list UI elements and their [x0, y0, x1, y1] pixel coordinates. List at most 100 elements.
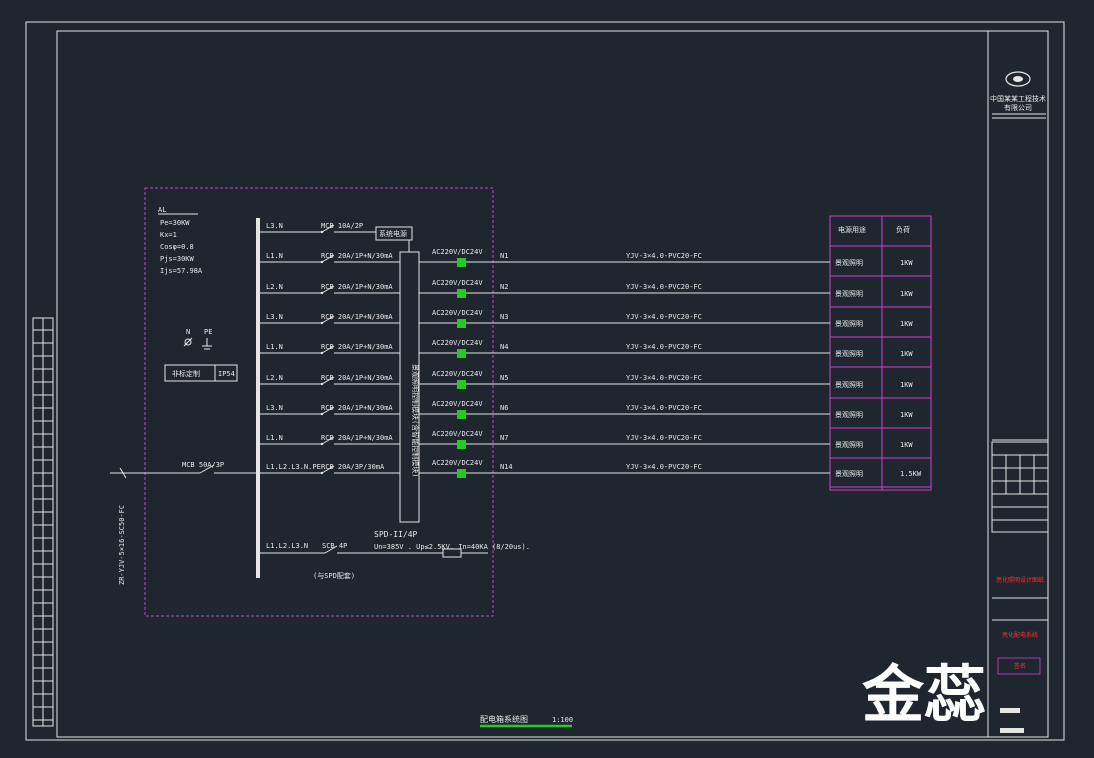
- circuit-row: L1.N RCB 20A/1P+N/30mA AC220V/DC24V N4 YJV-3…: [260, 339, 931, 368]
- n-terminal-label: N: [186, 328, 190, 336]
- circuit-breaker-label: RCB 20A/1P+N/30mA: [321, 404, 393, 412]
- panel-param: Cosφ=0.8: [160, 243, 194, 251]
- company-name-line1: 中国某某工程技术: [990, 94, 1046, 103]
- circuit-cable: YJV-3×4.0-PVC20-FC: [626, 404, 702, 412]
- enclosure-type: 非标定制: [172, 369, 200, 378]
- signature-text: 签名: [1014, 662, 1026, 670]
- left-stamp-grid: [32, 317, 54, 727]
- circuit-power: 1KW: [900, 350, 913, 358]
- circuit-breaker-label: RCB 20A/1P+N/30mA: [321, 252, 393, 260]
- circuit-id: N2: [500, 283, 508, 291]
- circuit-id: N3: [500, 313, 508, 321]
- circuit-phase: L3.N: [266, 313, 283, 321]
- circuit-phase: L1.N: [266, 252, 283, 260]
- circuit-breaker-pivot: [320, 260, 324, 264]
- panel-param: Pe=30KW: [160, 219, 190, 227]
- spd-spec: Un=385V . Up≤2.5KV. In=40KA (8/20us).: [374, 543, 530, 551]
- circuit-phase: L1.N: [266, 434, 283, 442]
- drawing-caption: 配电箱系统图: [480, 714, 528, 724]
- drawing-scale: 1:100: [552, 716, 573, 724]
- enclosure-label-box: [164, 364, 238, 382]
- driver-icon: [457, 410, 466, 419]
- circuit-cable: YJV-3×4.0-PVC20-FC: [626, 313, 702, 321]
- circuit-breaker-pivot: [320, 442, 324, 446]
- spd-note: (与SPD配套): [313, 571, 355, 580]
- project-text: 亮化照明设计图纸: [996, 576, 1044, 584]
- main-breaker-contact: [199, 464, 215, 474]
- system-power-label: 系统电源: [379, 229, 407, 238]
- circuit-cable: YJV-3×4.0-PVC20-FC: [626, 463, 702, 471]
- circuit-use: 景观照明: [835, 350, 863, 358]
- circuit-phase: L1.N: [266, 343, 283, 351]
- circuit-driver: AC220V/DC24V: [432, 309, 483, 317]
- circuit-breaker-label: RCB 20A/1P+N/30mA: [321, 283, 393, 291]
- panel-param: Pjs=30KW: [160, 255, 195, 263]
- outer-frame: [25, 21, 1065, 741]
- circuit-breaker-contact: [321, 315, 335, 324]
- spd-breaker: SCB 4P: [322, 542, 347, 550]
- circuit-phase: L2.N: [266, 374, 283, 382]
- circuit-driver: AC220V/DC24V: [432, 248, 483, 256]
- circuit-breaker-contact: [321, 224, 335, 233]
- driver-icon: [457, 289, 466, 298]
- inner-frame: [56, 30, 1049, 738]
- circuit-cable: YJV-3×4.0-PVC20-FC: [626, 343, 702, 351]
- circuit-breaker-pivot: [320, 291, 324, 295]
- circuit-power: 1KW: [900, 290, 913, 298]
- feeder-tick: [119, 467, 127, 479]
- circuit-breaker-pivot: [320, 382, 324, 386]
- circuit-cable: YJV-3×4.0-PVC20-FC: [626, 374, 702, 382]
- spd-name: SPD-II/4P: [374, 530, 418, 539]
- circuit-cable: YJV-3×4.0-PVC20-FC: [626, 252, 702, 260]
- load-table-header-use: 电源用途: [838, 225, 866, 234]
- circuit-power: 1KW: [900, 441, 913, 449]
- circuit-power: 1KW: [900, 320, 913, 328]
- circuit-breaker-label: RCB 20A/1P+N/30mA: [321, 313, 393, 321]
- circuit-breaker-pivot: [320, 351, 324, 355]
- circuit-breaker-label: RCB 20A/1P+N/30mA: [321, 343, 393, 351]
- circuit-use: 景观照明: [835, 441, 863, 449]
- circuit-id: N7: [500, 434, 508, 442]
- load-table-header-power: 负荷: [896, 225, 910, 234]
- circuit-power: 1KW: [900, 411, 913, 419]
- circuit-id: N4: [500, 343, 508, 351]
- circuit-driver: AC220V/DC24V: [432, 339, 483, 347]
- circuit-breaker-pivot: [320, 230, 324, 234]
- circuit-use: 景观照明: [835, 259, 863, 267]
- spd-phase: L1.L2.L3.N: [266, 542, 308, 550]
- circuit-breaker-contact: [321, 376, 335, 385]
- circuit-use: 景观照明: [835, 290, 863, 298]
- driver-icon: [457, 349, 466, 358]
- driver-icon: [457, 258, 466, 267]
- distribution-box-boundary: [144, 187, 494, 617]
- circuit-breaker-label: RCB 20A/1P+N/30mA: [321, 434, 393, 442]
- ip-rating: IP54: [218, 370, 235, 378]
- driver-icon: [457, 440, 466, 449]
- circuit-phase: L2.N: [266, 283, 283, 291]
- circuit-breaker-label: RCB 20A/1P+N/30mA: [321, 374, 393, 382]
- circuit-breaker-pivot: [320, 321, 324, 325]
- circuit-use: 景观照明: [835, 381, 863, 389]
- circuit-breaker-contact: [321, 406, 335, 415]
- circuit-breaker-contact: [321, 285, 335, 294]
- title-block: 中国某某工程技术 有限公司 亮化照明设计图纸 亮化配电系统 签名: [990, 71, 1049, 733]
- left-stamp-rows: [33, 329, 53, 721]
- incoming-cable-label: ZR-YJV-5×16-SC50-FC: [118, 505, 126, 585]
- circuit-id: N14: [500, 463, 513, 471]
- control-module-label: 景观照明控制模块(含智能控制模块): [411, 364, 420, 477]
- circuit-phase: L1.L2.L3.N.PE: [266, 463, 321, 471]
- driver-icon: [457, 469, 466, 478]
- busbar: [256, 218, 260, 578]
- circuit-id: N5: [500, 374, 508, 382]
- circuit-power: 1KW: [900, 381, 913, 389]
- driver-icon: [457, 380, 466, 389]
- circuit-breaker-label: MCB 10A/2P: [321, 222, 363, 230]
- ground-icon: [202, 338, 212, 350]
- company-logo-icon: [1005, 71, 1031, 87]
- panel-id: AL: [158, 206, 166, 214]
